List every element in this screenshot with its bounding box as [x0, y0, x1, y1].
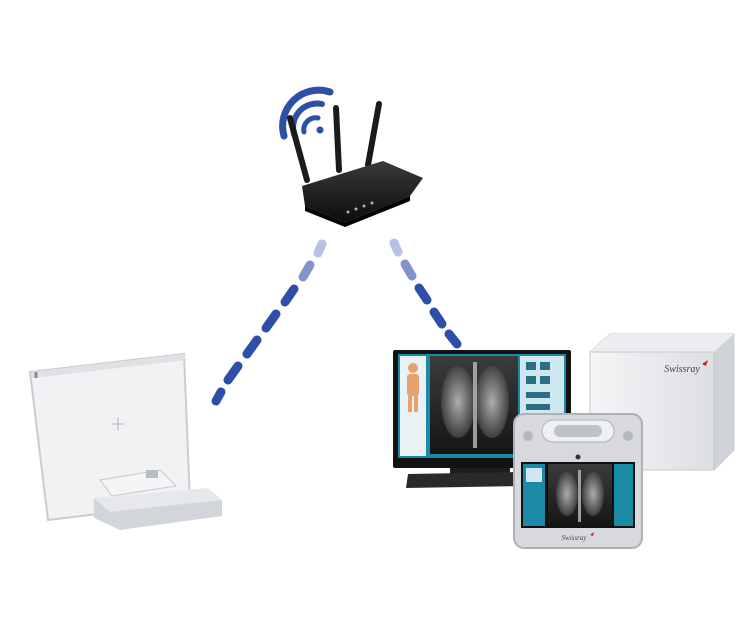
wireless-link-detector: [211, 239, 327, 406]
tablet-brand-logo: Swissray: [562, 534, 588, 542]
wifi-router: [279, 86, 423, 227]
wifi-signal-icon: [279, 86, 334, 140]
detector-dock: [94, 469, 222, 530]
flat-panel-detector: [28, 352, 222, 530]
body-figure-icon: [407, 363, 419, 412]
server-brand-logo: Swissray: [664, 364, 700, 375]
xray-tablet: Swissray: [513, 413, 643, 549]
tablet-brand-mark-icon: [590, 532, 594, 536]
wireless-link-workstation: [389, 238, 462, 349]
workstation-monitor: [393, 350, 571, 488]
brand-mark-icon: [702, 360, 708, 366]
router-antennas: [287, 101, 382, 183]
